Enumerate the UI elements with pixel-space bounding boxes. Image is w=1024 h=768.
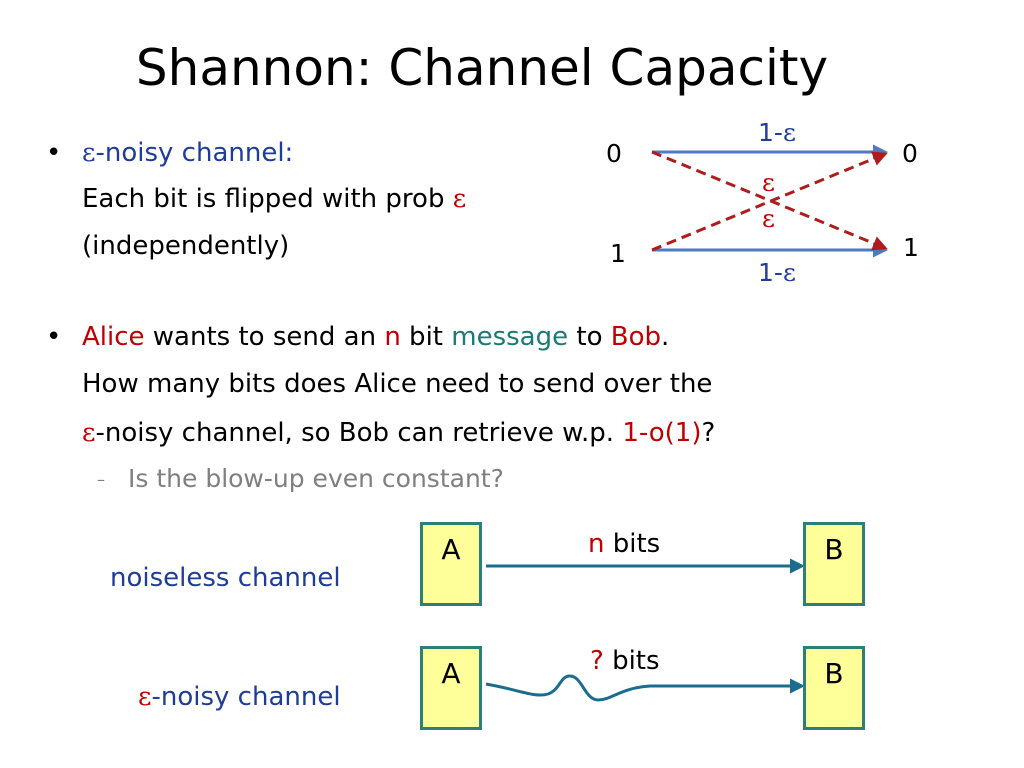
noiseless-channel-label: noiseless channel (110, 563, 341, 593)
bullet-marker: • (46, 322, 62, 352)
slide-title: Shannon: Channel Capacity (135, 39, 829, 97)
bsc-top-prob: 1-ε (758, 118, 796, 148)
noisy-bit-count: ? (590, 646, 604, 676)
noisy-channel-label: ε-noisy channel (138, 680, 341, 714)
bsc-input-0: 0 (606, 139, 622, 168)
bullet2-text: wants to send an (144, 322, 385, 352)
noisy-receiver-box: B (803, 646, 865, 730)
bullet2-line3-text: -noisy channel, so Bob can retrieve w.p. (95, 418, 623, 448)
message-word: message (451, 322, 569, 352)
bsc-output-0: 0 (902, 139, 918, 168)
success-probability: 1-o(1) (622, 418, 702, 448)
noiseless-bit-count: n (588, 529, 605, 559)
bullet2-text: . (661, 322, 670, 352)
noiseless-sender-box: A (420, 522, 482, 606)
bullet2-line1: Alice wants to send an n bit message to … (82, 320, 669, 354)
epsilon-symbol: ε (82, 138, 96, 168)
noiseless-bits-unit: bits (604, 529, 661, 559)
sub-bullet-marker: – (97, 470, 105, 489)
epsilon-symbol: ε (452, 184, 467, 214)
n-variable: n (384, 322, 401, 352)
bsc-output-1: 1 (903, 233, 919, 262)
bullet2-text: bit (400, 322, 452, 352)
noisy-bits-label: ? bits (590, 644, 660, 678)
alice-word: Alice (82, 322, 145, 352)
noiseless-bits-label: n bits (588, 527, 660, 561)
epsilon-symbol: ε (782, 258, 796, 287)
noisy-bits-unit: bits (603, 646, 660, 676)
bullet2-qmark: ? (701, 418, 716, 448)
noisy-wavy-arrow (485, 674, 805, 702)
bullet1-heading: ε-noisy channel: (82, 136, 293, 170)
bsc-cross-up-arrow (651, 151, 888, 252)
bullet1-heading-text: -noisy channel: (95, 138, 294, 168)
bullet-marker: • (46, 138, 62, 168)
noisy-channel-label-text: -noisy channel (151, 682, 341, 712)
bullet2-line3: ε-noisy channel, so Bob can retrieve w.p… (82, 416, 715, 450)
sub-bullet-text: Is the blow-up even constant? (128, 464, 504, 493)
bsc-cross-prob-lower: ε (762, 204, 775, 233)
epsilon-symbol: ε (138, 682, 152, 712)
bob-word: Bob (610, 322, 661, 352)
bullet2-text: to (568, 322, 611, 352)
bullet1-line3: (independently) (82, 231, 290, 261)
epsilon-symbol: ε (782, 118, 796, 147)
epsilon-symbol: ε (82, 418, 96, 448)
bullet1-line2-text: Each bit is flipped with prob (82, 184, 453, 214)
bsc-input-1: 1 (610, 239, 626, 268)
bsc-top-prob-prefix: 1- (758, 118, 783, 147)
bullet1-line2: Each bit is flipped with prob ε (82, 182, 466, 216)
bsc-bottom-prob: 1-ε (758, 258, 796, 288)
bsc-cross-prob-upper: ε (762, 168, 775, 197)
noisy-sender-box: A (420, 646, 482, 730)
noiseless-receiver-box: B (803, 522, 865, 606)
bsc-cross-down-arrow (651, 150, 888, 251)
bullet2-line2: How many bits does Alice need to send ov… (82, 369, 713, 399)
bsc-bottom-prob-prefix: 1- (758, 258, 783, 287)
